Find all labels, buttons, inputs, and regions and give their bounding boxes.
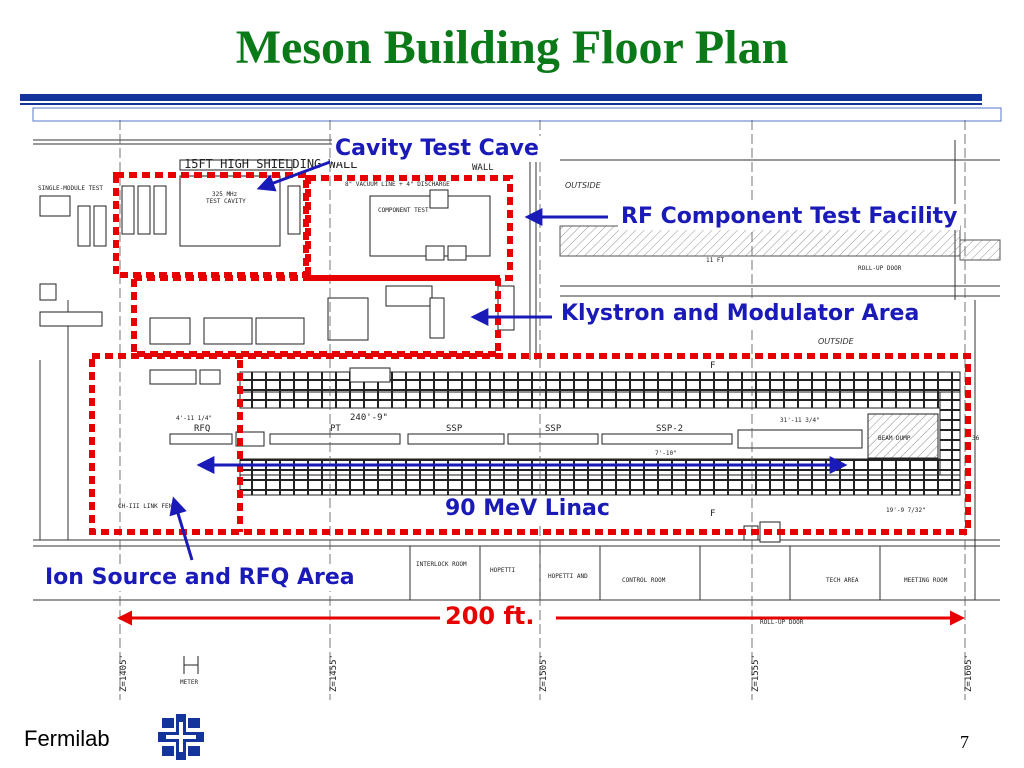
z-mark-4: Z=1555' <box>751 654 761 692</box>
discharge-label: 8" VACUUM LINE + 4" DISCHARGE <box>345 181 450 188</box>
z-mark-2: Z=1455' <box>329 654 339 692</box>
z-mark-5: Z=1605' <box>964 654 974 692</box>
label-scale: 200 ft. <box>442 603 538 629</box>
dimension-label-1: 240'-9" <box>350 413 388 423</box>
page-number: 7 <box>960 732 969 752</box>
control-room-label: CONTROL ROOM <box>622 577 666 584</box>
tunnel-shield-end <box>939 391 961 476</box>
callout-arrows <box>169 160 848 561</box>
region-cavity-test-cave <box>113 172 309 278</box>
drawing-top-border <box>32 107 1002 122</box>
beamline-components <box>149 367 939 543</box>
lower-rooms <box>409 546 881 600</box>
roll-up-door-label-2: ROLL-UP DOOR <box>760 619 804 626</box>
arrow-cavity-test-cave <box>256 160 331 192</box>
title-rule <box>20 94 982 101</box>
ssp-label-3: SSP-2 <box>656 424 683 434</box>
dimension-label-5: 19'-9 7/32" <box>886 507 926 514</box>
component-test-label: COMPONENT TEST <box>378 207 429 214</box>
z-mark-1: Z=1405' <box>119 654 129 692</box>
ch-link-label: CH-III LINK FEN <box>118 503 173 510</box>
tech-area-label: TECH AREA <box>826 577 859 584</box>
slide-title: Meson Building Floor Plan <box>235 21 789 74</box>
label-klystron-modulator-area: Klystron and Modulator Area <box>558 301 923 327</box>
highlight-regions <box>89 172 971 535</box>
f-marker-2: F <box>710 509 715 519</box>
outside-hatch-band <box>559 225 961 257</box>
eleven-ft-label: 11 FT <box>706 257 724 264</box>
meter-symbol <box>183 656 199 674</box>
ssp-label-2: SSP <box>545 424 562 434</box>
tunnel-shield-top <box>239 371 961 393</box>
meter-label: METER <box>180 679 198 686</box>
hopetti-label: HOPETTI <box>490 567 516 574</box>
region-klystron-modulator <box>131 275 501 357</box>
dimension-label-4: 7'-10" <box>655 450 677 457</box>
footer-org-name: Fermilab <box>24 726 110 751</box>
hopetti-label-2: HOPETTI AND <box>548 573 588 580</box>
f-marker-1: F <box>710 361 715 371</box>
beam-dump-label: BEAM DUMP <box>878 435 911 442</box>
roll-up-door-label-1: ROLL-UP DOOR <box>858 265 902 272</box>
outside-label-top: OUTSIDE <box>565 181 602 190</box>
dimension-label-3: 31'-11 3/4" <box>780 417 820 424</box>
dimension-label-2: 4'-11 1/4" <box>176 415 212 422</box>
interlock-room-label: INTERLOCK ROOM <box>416 561 467 568</box>
outside-label-mid: OUTSIDE <box>818 337 855 346</box>
rfq-label: RFQ <box>194 424 210 434</box>
label-cavity-test-cave: Cavity Test Cave <box>332 136 542 162</box>
test-cave-text-2: TEST CAVITY <box>206 198 246 205</box>
z-mark-3: Z=1505' <box>539 654 549 692</box>
label-rf-component-test-facility: RF Component Test Facility <box>618 204 961 230</box>
tunnel-shield-bottom <box>239 474 961 496</box>
title-rule-thin <box>20 103 982 105</box>
label-ion-source-rfq: Ion Source and RFQ Area <box>42 565 358 591</box>
fermilab-logo-icon <box>158 714 204 760</box>
region-linac <box>89 353 971 535</box>
single-module-test-label: SINGLE-MODULE TEST <box>38 185 103 192</box>
klystron-area-drawing <box>39 283 515 345</box>
arrow-ion-source <box>169 496 194 561</box>
ssp-label-1: SSP <box>446 424 463 434</box>
meeting-room-label: MEETING ROOM <box>904 577 948 584</box>
wall-label: WALL <box>472 163 494 173</box>
pt-label: PT <box>330 424 341 434</box>
test-cave-text-1: 325 MHz <box>212 191 238 198</box>
n36-label: 36 <box>972 435 980 442</box>
label-linac: 90 MeV Linac <box>442 496 613 522</box>
